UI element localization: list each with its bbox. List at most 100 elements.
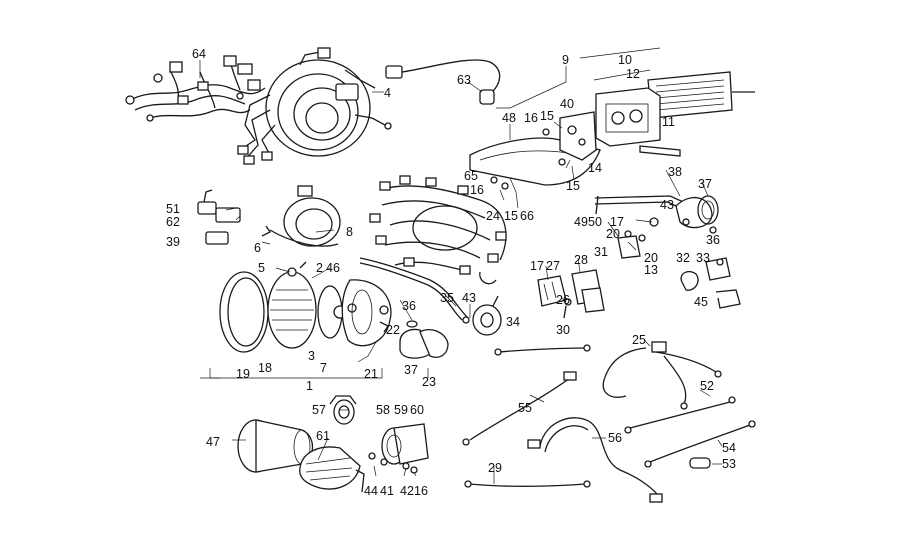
callout-66: 66 <box>520 209 534 223</box>
central-harness-24 <box>369 175 509 285</box>
callout-38: 38 <box>668 165 682 179</box>
callout-40: 40 <box>560 97 574 111</box>
callout-31: 31 <box>594 245 608 259</box>
callout-30: 30 <box>556 323 570 337</box>
callout-24: 24 <box>486 209 500 223</box>
callout-19: 19 <box>236 367 250 381</box>
callout-25: 25 <box>632 333 646 347</box>
callout-43a: 43 <box>462 291 476 305</box>
callout-55: 55 <box>518 401 532 415</box>
harness-8 <box>261 185 341 247</box>
callout-64: 64 <box>192 47 206 61</box>
bulb-53 <box>689 457 711 469</box>
callout-56: 56 <box>608 431 622 445</box>
cable-55 <box>462 371 577 446</box>
callout-53: 53 <box>722 457 736 471</box>
harness-25 <box>602 341 722 410</box>
callout-10: 10 <box>618 53 632 67</box>
callout-6: 6 <box>254 241 261 255</box>
callout-2: 2 <box>316 261 323 275</box>
callout-17a: 17 <box>530 259 544 273</box>
indicator-37-23 <box>379 305 449 359</box>
callout-16a: 16 <box>524 111 538 125</box>
callout-57: 57 <box>312 403 326 417</box>
callout-51: 51 <box>166 202 180 216</box>
callout-36a: 36 <box>402 299 416 313</box>
right-lamp-group <box>594 195 741 309</box>
callout-16c: 16 <box>414 484 428 498</box>
main-harness-4 <box>237 47 392 165</box>
callout-1: 1 <box>306 379 313 393</box>
callout-3: 3 <box>308 349 315 363</box>
callout-36b: 36 <box>706 233 720 247</box>
callout-44: 44 <box>364 484 378 498</box>
callout-60: 60 <box>410 403 424 417</box>
wiring-harness-64 <box>125 55 266 122</box>
callout-43b: 43 <box>660 198 674 212</box>
callout-54: 54 <box>722 441 736 455</box>
callout-9: 9 <box>562 53 569 67</box>
callout-12: 12 <box>626 67 640 81</box>
callout-34: 34 <box>506 315 520 329</box>
bracket-57 <box>329 395 357 425</box>
callout-7: 7 <box>320 361 327 375</box>
cable-56 <box>527 417 663 503</box>
callout-65: 65 <box>464 169 478 183</box>
lower-lamp-47-61 <box>237 419 365 493</box>
callout-18: 18 <box>258 361 272 375</box>
callout-59: 59 <box>394 403 408 417</box>
cables-52-54 <box>624 396 756 468</box>
callout-16b: 16 <box>470 183 484 197</box>
callout-49: 49 <box>574 215 588 229</box>
callout-32: 32 <box>676 251 690 265</box>
callout-21: 21 <box>364 367 378 381</box>
callout-8: 8 <box>346 225 353 239</box>
headlamp-assembly <box>219 261 392 353</box>
harness-63 <box>385 59 501 105</box>
callout-5: 5 <box>258 261 265 275</box>
callout-45: 45 <box>694 295 708 309</box>
horn-34 <box>472 295 502 336</box>
callout-50: 50 <box>588 215 602 229</box>
callout-35: 35 <box>440 291 454 305</box>
cable-35 <box>359 257 470 324</box>
callout-20b: 20 <box>644 251 658 265</box>
callout-42: 42 <box>400 484 414 498</box>
callout-27: 27 <box>546 259 560 273</box>
leader-lines <box>199 47 723 484</box>
callout-15c: 15 <box>504 209 518 223</box>
callout-39: 39 <box>166 235 180 249</box>
callout-62: 62 <box>166 215 180 229</box>
callout-37a: 37 <box>698 177 712 191</box>
callout-15a: 15 <box>540 109 554 123</box>
callout-15b: 15 <box>566 179 580 193</box>
callout-22: 22 <box>386 323 400 337</box>
callout-63: 63 <box>457 73 471 87</box>
small-cable-near-36 <box>406 320 591 356</box>
callout-52: 52 <box>700 379 714 393</box>
reflector-58-60 <box>368 423 429 474</box>
callout-4: 4 <box>384 86 391 100</box>
callout-11: 11 <box>662 115 675 129</box>
callout-13: 13 <box>644 263 658 277</box>
cable-29 <box>464 480 591 488</box>
callout-48: 48 <box>502 111 516 125</box>
mudguard-48 <box>469 111 601 186</box>
callout-61: 61 <box>316 429 330 443</box>
callout-17b: 17 <box>610 215 624 229</box>
fuse-box-group <box>537 269 605 319</box>
callout-47: 47 <box>206 435 220 449</box>
tail-light-assembly <box>595 71 755 157</box>
callout-26: 26 <box>556 293 570 307</box>
callout-46: 46 <box>326 261 340 275</box>
callout-37b: 37 <box>404 363 418 377</box>
callout-58: 58 <box>376 403 390 417</box>
callout-41: 41 <box>380 484 394 498</box>
callout-33: 33 <box>696 251 710 265</box>
callout-28: 28 <box>574 253 588 267</box>
callout-labels: 64 4 63 9 10 12 11 48 16 15 40 14 15 65 … <box>166 47 736 498</box>
callout-23: 23 <box>422 375 436 389</box>
callout-14: 14 <box>588 161 602 175</box>
